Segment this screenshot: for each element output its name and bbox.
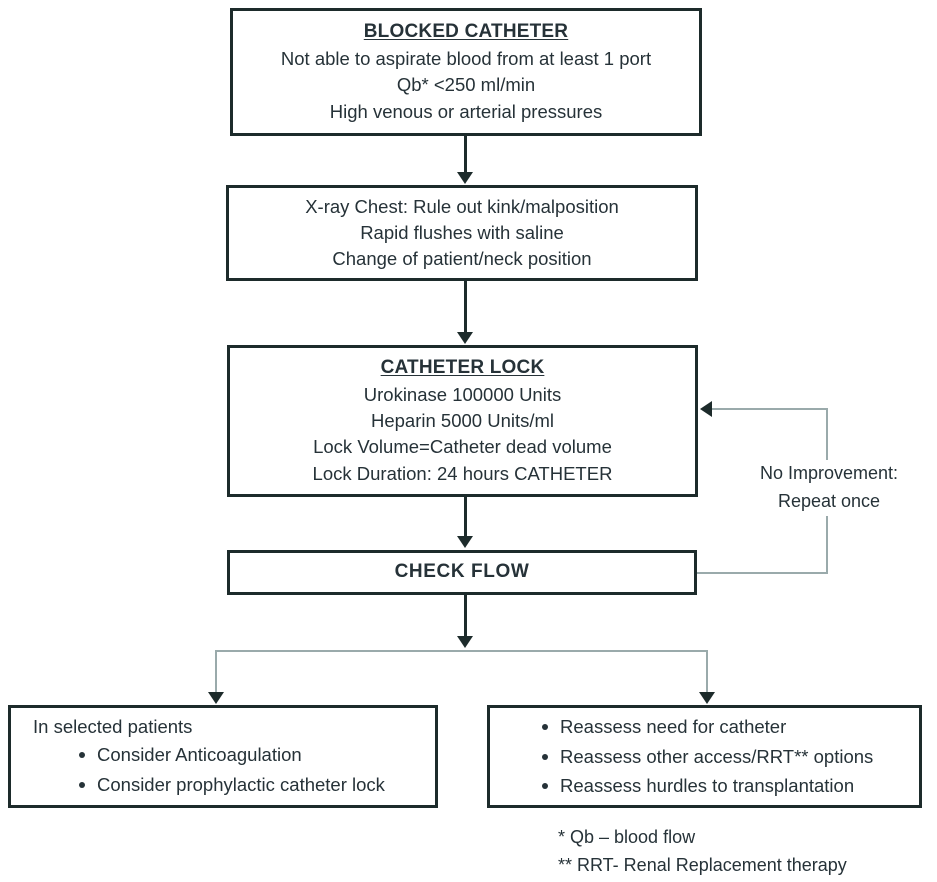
node-catheter-lock-line-4: Lock Duration: 24 hours CATHETER [312,462,613,484]
connector-check-flow-to-branch [464,595,467,637]
list-item: Reassess other access/RRT** options [542,742,919,772]
connector-blocked-to-assessment [464,136,467,173]
feedback-loop-bottom-segment [697,572,828,574]
node-initial-assessment-line-3: Change of patient/neck position [332,248,592,270]
list-item: Consider Anticoagulation [79,740,435,770]
node-selected-patients: In selected patients Consider Anticoagul… [8,705,438,808]
node-initial-assessment: X-ray Chest: Rule out kink/malposition R… [226,185,698,281]
node-initial-assessment-line-2: Rapid flushes with saline [360,221,564,243]
node-reassess: Reassess need for catheter Reassess othe… [487,705,922,808]
node-selected-patients-intro: In selected patients [33,715,193,737]
node-reassess-list: Reassess need for catheter Reassess othe… [490,712,919,802]
node-check-flow-heading: CHECK FLOW [394,561,530,583]
arrowhead-blocked-to-assessment [457,172,473,184]
node-catheter-lock-line-1: Urokinase 100000 Units [363,383,562,405]
node-blocked-catheter-line-3: High venous or arterial pressures [329,100,603,122]
branch-left-drop [215,650,217,698]
branch-horizontal-bar [215,650,708,652]
edge-label-no-improvement-line-2: Repeat once [777,490,881,511]
node-catheter-lock-line-3: Lock Volume=Catheter dead volume [313,436,612,458]
arrowhead-assessment-to-lock [457,332,473,344]
list-item: Reassess need for catheter [542,712,919,742]
footnote-qb: * Qb – blood flow [558,827,696,847]
list-item: Consider prophylactic catheter lock [79,770,435,800]
node-blocked-catheter: BLOCKED CATHETER Not able to aspirate bl… [230,8,702,136]
connector-assessment-to-lock [464,281,467,333]
node-initial-assessment-line-1: X-ray Chest: Rule out kink/malposition [305,195,619,217]
arrowhead-branch-right [699,692,715,704]
arrowhead-lock-to-check-flow [457,536,473,548]
node-check-flow: CHECK FLOW [227,550,697,595]
node-blocked-catheter-line-2: Qb* <250 ml/min [396,74,536,96]
node-blocked-catheter-line-1: Not able to aspirate blood from at least… [280,48,652,70]
arrowhead-feedback-to-catheter-lock [700,401,712,417]
arrowhead-branch-left [208,692,224,704]
arrowhead-check-flow-to-branch [457,636,473,648]
footnotes: * Qb – blood flow ** RRT- Renal Replacem… [558,824,847,880]
node-blocked-catheter-heading: BLOCKED CATHETER [363,21,569,43]
node-selected-patients-list: Consider Anticoagulation Consider prophy… [11,740,435,800]
edge-label-no-improvement: No Improvement: Repeat once [748,460,910,516]
node-catheter-lock: CATHETER LOCK Urokinase 100000 Units Hep… [227,345,698,497]
branch-right-drop [706,650,708,698]
feedback-loop-vertical-upper [826,408,828,470]
footnote-rrt: ** RRT- Renal Replacement therapy [558,854,847,875]
feedback-loop-top-segment [712,408,828,410]
node-catheter-lock-line-2: Heparin 5000 Units/ml [370,410,555,432]
node-catheter-lock-heading: CATHETER LOCK [380,356,545,378]
edge-label-no-improvement-line-1: No Improvement: [759,463,899,483]
connector-lock-to-check-flow [464,497,467,537]
feedback-loop-vertical-lower [826,501,828,573]
list-item: Reassess hurdles to transplantation [542,771,919,801]
